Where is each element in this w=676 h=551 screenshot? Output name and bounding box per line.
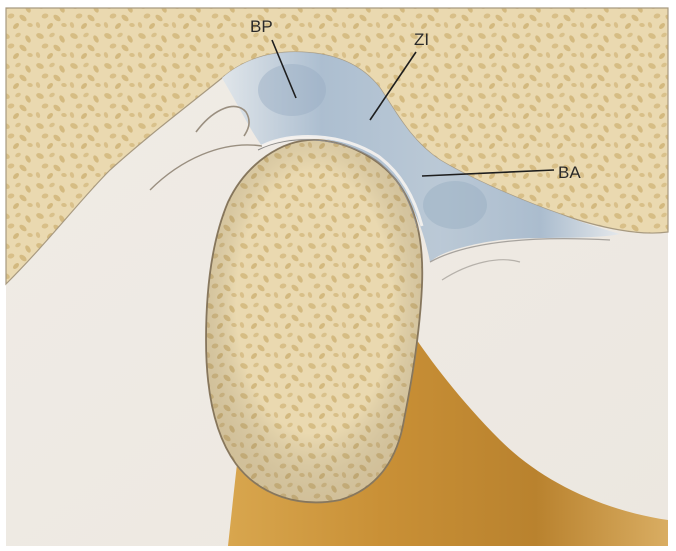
label-bp: BP bbox=[250, 17, 273, 36]
condyle-shading bbox=[206, 140, 422, 503]
label-ba: BA bbox=[558, 163, 581, 182]
label-zi: ZI bbox=[414, 30, 429, 49]
anterior-band-shade bbox=[423, 181, 487, 229]
